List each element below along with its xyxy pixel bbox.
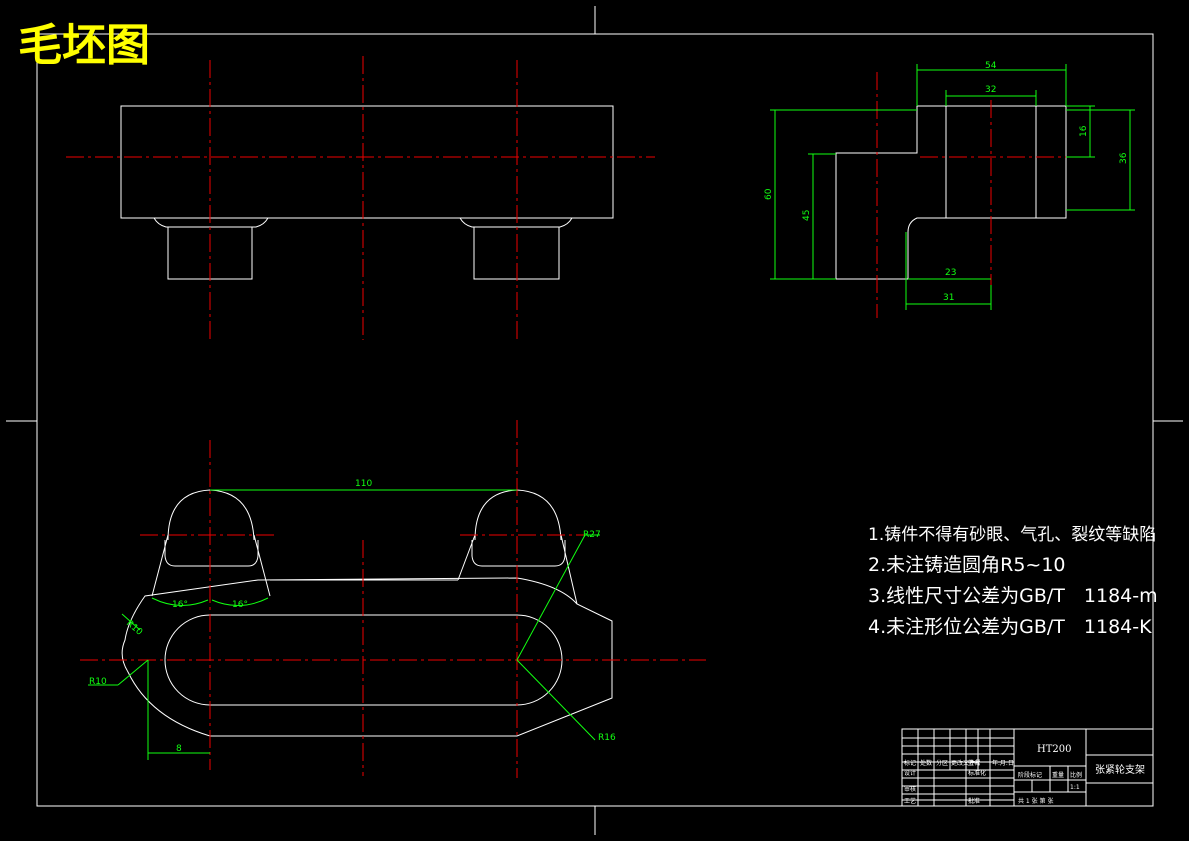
plan-right-boss-arc bbox=[474, 489, 562, 541]
tb-label-count: 处数 bbox=[920, 759, 932, 767]
note-1: 1.铸件不得有砂眼、气孔、裂纹等缺陷 bbox=[868, 525, 1156, 545]
side-outline bbox=[835, 105, 1067, 280]
dim-small: 8 bbox=[176, 744, 182, 754]
plan-outer-outline bbox=[121, 577, 613, 737]
technical-notes: 1.铸件不得有砂眼、气孔、裂纹等缺陷 2.未注铸造圆角R5~10 3.线性尺寸公… bbox=[868, 525, 1158, 638]
plan-view: 110 R27 R16 R10 R10 16° 16° 8 bbox=[80, 420, 706, 778]
side-view: 54 32 16 36 60 45 23 31 bbox=[764, 61, 1135, 318]
tb-standard: 标准化 bbox=[968, 769, 986, 777]
plan-left-boss-base bbox=[164, 540, 259, 567]
dim-60: 60 bbox=[764, 188, 774, 200]
side-dimensions bbox=[770, 64, 1135, 310]
tb-label-change: 更改文件号 bbox=[951, 759, 981, 767]
tb-label-zone: 分区 bbox=[936, 759, 948, 767]
dim-r10-upper: R10 bbox=[124, 619, 144, 638]
dim-54: 54 bbox=[985, 61, 997, 71]
plan-left-boss-arc bbox=[167, 489, 255, 541]
tb-design: 设计 bbox=[904, 769, 916, 777]
tb-process: 工艺 bbox=[904, 797, 916, 805]
dim-r16: R16 bbox=[598, 733, 616, 743]
title-block: 标记 处数 分区 更改文件号 签名 年.月.日 设计 标准化 审核 工艺 批准 … bbox=[901, 728, 1154, 807]
plan-right-boss-base bbox=[471, 540, 566, 567]
note-4: 4.未注形位公差为GB/T 1184-K bbox=[868, 616, 1152, 638]
tb-part-name: 张紧轮支架 bbox=[1095, 763, 1145, 776]
plan-dimensions bbox=[88, 489, 600, 760]
tb-label-mark: 标记 bbox=[904, 759, 916, 767]
dim-32: 32 bbox=[985, 85, 996, 95]
dim-36: 36 bbox=[1119, 152, 1129, 164]
tb-approve: 批准 bbox=[968, 797, 980, 805]
dim-110: 110 bbox=[355, 479, 372, 489]
dim-r10-left: R10 bbox=[89, 677, 107, 687]
dim-45: 45 bbox=[802, 210, 812, 221]
tb-weight: 重量 bbox=[1052, 771, 1064, 779]
tb-label-date: 年.月.日 bbox=[992, 759, 1014, 767]
note-3: 3.线性尺寸公差为GB/T 1184-m bbox=[868, 585, 1158, 607]
front-main-body bbox=[120, 105, 614, 219]
tb-ratio: 比例 bbox=[1070, 771, 1082, 779]
tb-scale: 1:1 bbox=[1070, 784, 1080, 791]
tb-stage: 阶段标记 bbox=[1018, 771, 1042, 779]
drawing-title: 毛坯图 bbox=[18, 20, 150, 71]
dim-31: 31 bbox=[943, 293, 954, 303]
dim-angle-right: 16° bbox=[232, 600, 248, 610]
tb-review: 审核 bbox=[904, 785, 916, 793]
dim-23: 23 bbox=[945, 268, 956, 278]
tb-label-sign: 签名 bbox=[968, 759, 980, 767]
front-left-fillet bbox=[153, 217, 269, 228]
tb-sheet: 共 1 张 第 张 bbox=[1018, 797, 1053, 805]
front-view bbox=[66, 56, 655, 340]
tb-material: HT200 bbox=[1037, 744, 1071, 755]
front-right-fillet bbox=[459, 217, 573, 228]
sheet-border bbox=[36, 33, 1154, 807]
dim-16: 16 bbox=[1079, 125, 1089, 137]
dim-r27: R27 bbox=[583, 530, 601, 540]
note-2: 2.未注铸造圆角R5~10 bbox=[868, 554, 1066, 576]
center-marks bbox=[6, 6, 1183, 835]
dim-angle-left: 16° bbox=[172, 600, 188, 610]
